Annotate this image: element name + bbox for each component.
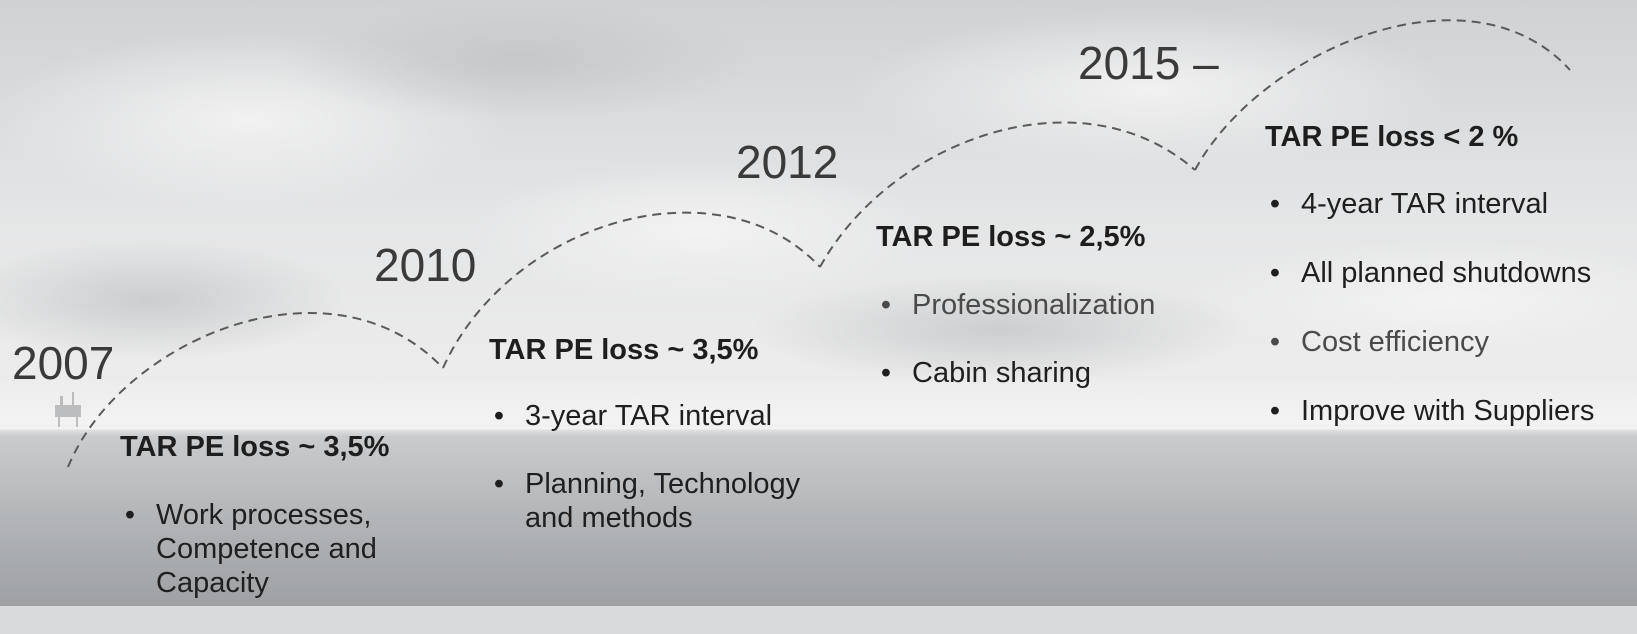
sea-sky-background: [0, 0, 1637, 606]
arc-2015-onward: [1194, 19, 1571, 171]
bullet-icon: •: [1269, 325, 1281, 358]
bullet-list: • 3-year TAR interval • Planning, Techno…: [489, 399, 849, 535]
bullet-list: • Work processes, Competence and Capacit…: [120, 498, 440, 600]
milestone-2010: TAR PE loss ~ 3,5% • 3-year TAR interval…: [489, 333, 849, 569]
list-item-text: Cabin sharing: [912, 356, 1091, 389]
list-item-text: All planned shutdowns: [1301, 256, 1592, 289]
bullet-list: • Professionalization • Cabin sharing: [876, 288, 1236, 390]
arc-2010-to-2012: [442, 211, 821, 369]
list-item: • All planned shutdowns: [1265, 256, 1637, 290]
list-item: • Planning, Technology and methods: [489, 467, 849, 535]
list-item-text: Cost efficiency: [1301, 325, 1490, 358]
bullet-icon: •: [493, 399, 505, 432]
bullet-icon: •: [1269, 394, 1281, 427]
milestone-2012: TAR PE loss ~ 2,5% • Professionalization…: [876, 220, 1236, 424]
list-item: • Improve with Suppliers: [1265, 394, 1637, 428]
list-item: • 3-year TAR interval: [489, 399, 849, 433]
list-item: • 4-year TAR interval: [1265, 187, 1637, 221]
bullet-icon: •: [880, 356, 892, 389]
list-item: • Cabin sharing: [876, 356, 1236, 390]
list-item-text: Improve with Suppliers: [1301, 394, 1595, 427]
year-label-2007: 2007: [12, 337, 115, 389]
bullet-icon: •: [124, 498, 136, 531]
year-label-2012: 2012: [736, 136, 839, 188]
list-item-text: Planning, Technology and methods: [525, 467, 801, 534]
timeline-arcs: [67, 19, 1571, 468]
oil-platform-silhouette: [55, 392, 81, 427]
list-item-text: Work processes, Competence and Capacity: [156, 498, 377, 599]
bullet-icon: •: [1269, 187, 1281, 220]
milestone-heading: TAR PE loss ~ 3,5%: [489, 334, 759, 366]
list-item-text: 3-year TAR interval: [525, 399, 773, 432]
list-item-text: 4-year TAR interval: [1301, 187, 1549, 220]
bullet-list: • 4-year TAR interval • All planned shut…: [1265, 187, 1637, 428]
arc-2012-to-2015: [819, 121, 1196, 268]
milestone-heading: TAR PE loss < 2 %: [1265, 121, 1519, 153]
list-item: • Work processes, Competence and Capacit…: [120, 498, 440, 600]
year-label-2010: 2010: [374, 239, 477, 291]
milestone-2015: TAR PE loss < 2 % • 4-year TAR interval …: [1265, 120, 1637, 463]
list-item-text: Professionalization: [912, 288, 1156, 321]
milestone-2007: TAR PE loss ~ 3,5% • Work processes, Com…: [120, 430, 440, 634]
milestone-heading: TAR PE loss ~ 2,5%: [876, 221, 1146, 253]
bullet-icon: •: [1269, 256, 1281, 289]
list-item: • Professionalization: [876, 288, 1236, 322]
bullet-icon: •: [493, 467, 505, 500]
milestone-heading: TAR PE loss ~ 3,5%: [120, 431, 390, 463]
list-item: • Cost efficiency: [1265, 325, 1637, 359]
bullet-icon: •: [880, 288, 892, 321]
year-label-2015: 2015 –: [1078, 37, 1219, 89]
